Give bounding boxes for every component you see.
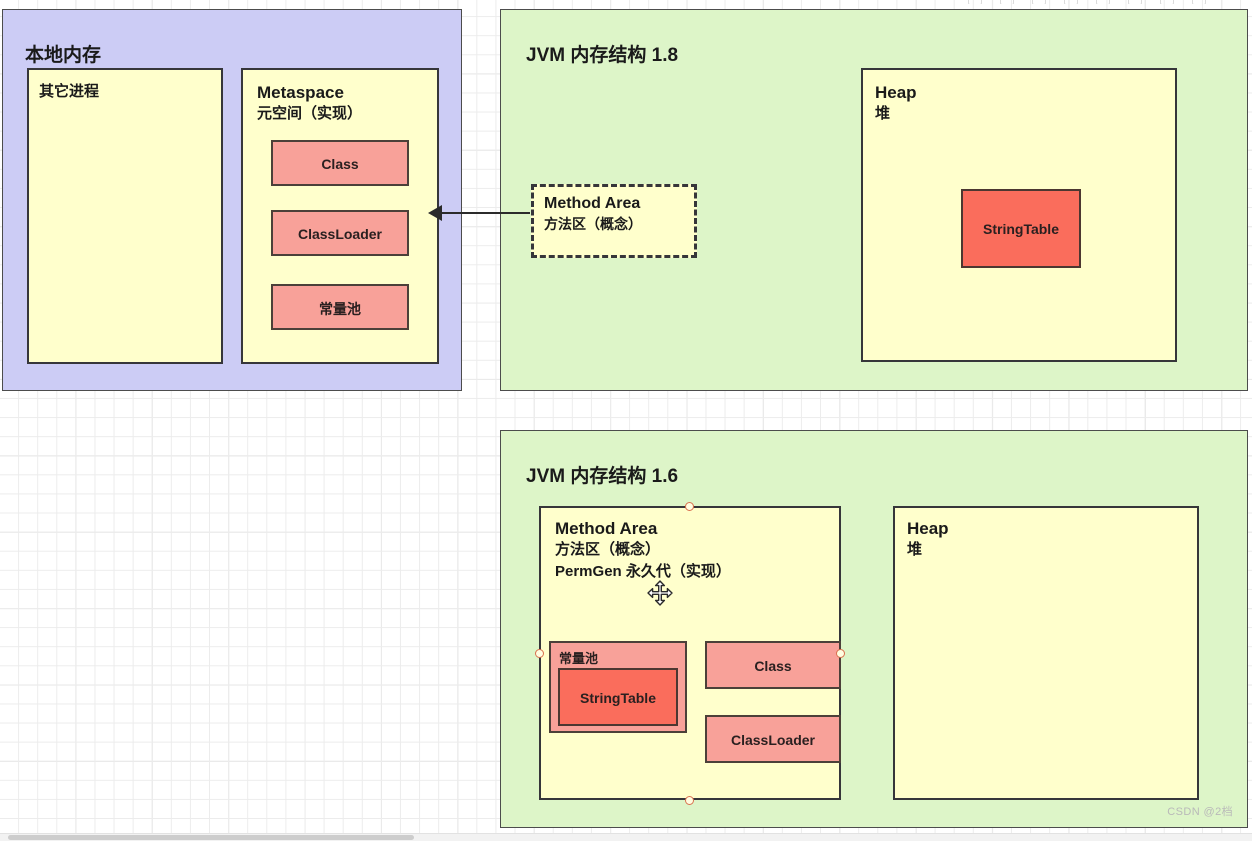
toolbar-icon bbox=[1032, 0, 1046, 4]
jvm18-stringtable-label: StringTable bbox=[983, 221, 1059, 237]
metaspace-subtitle: 元空间（实现） bbox=[257, 105, 363, 122]
other-process-box[interactable]: 其它进程 bbox=[27, 68, 223, 364]
jvm18-method-area-box[interactable]: Method Area 方法区（概念） bbox=[531, 184, 697, 258]
metaspace-item-constant-pool[interactable]: 常量池 bbox=[271, 284, 409, 330]
metaspace-item-class-label: Class bbox=[321, 156, 359, 172]
jvm18-method-area-subtitle: 方法区（概念） bbox=[544, 216, 642, 232]
jvm16-method-area-title: Method Area bbox=[555, 519, 658, 538]
method-area-to-metaspace-connector[interactable] bbox=[440, 212, 530, 214]
jvm16-item-classloader-label: ClassLoader bbox=[730, 732, 816, 748]
jvm16-constant-pool-box[interactable]: 常量池 StringTable bbox=[549, 641, 687, 733]
method-area-to-metaspace-arrowhead bbox=[428, 205, 442, 221]
jvm16-title: JVM 内存结构 1.6 bbox=[526, 466, 679, 487]
metaspace-title: Metaspace bbox=[257, 83, 344, 102]
metaspace-item-constant-pool-label: 常量池 bbox=[319, 301, 361, 317]
metaspace-item-classloader-label: ClassLoader bbox=[297, 226, 383, 242]
metaspace-item-classloader[interactable]: ClassLoader bbox=[271, 210, 409, 256]
jvm18-heap-subtitle: 堆 bbox=[875, 105, 891, 122]
native-memory-panel[interactable]: 本地内存 其它进程 Metaspace 元空间（实现） Class ClassL… bbox=[2, 9, 462, 391]
jvm16-method-area-subtitle: 方法区（概念） bbox=[555, 541, 661, 558]
jvm16-heap-subtitle: 堆 bbox=[907, 541, 923, 558]
jvm16-heap-box[interactable]: Heap 堆 bbox=[893, 506, 1199, 800]
metaspace-item-class[interactable]: Class bbox=[271, 140, 409, 186]
jvm16-item-class[interactable]: Class bbox=[705, 641, 841, 689]
other-process-label: 其它进程 bbox=[39, 83, 100, 100]
jvm18-stringtable-box[interactable]: StringTable bbox=[961, 189, 1081, 268]
jvm16-item-class-label: Class bbox=[754, 658, 792, 674]
jvm16-stringtable-box[interactable]: StringTable bbox=[558, 668, 678, 726]
toolbar-icon bbox=[1128, 0, 1142, 4]
jvm16-constant-pool-label: 常量池 bbox=[559, 651, 599, 666]
toolbar-icon bbox=[1000, 0, 1014, 4]
toolbar-icon bbox=[1192, 0, 1206, 4]
move-cursor-icon bbox=[647, 580, 673, 606]
jvm18-panel[interactable]: JVM 内存结构 1.8 Method Area 方法区（概念） Heap 堆 … bbox=[500, 9, 1248, 391]
csdn-watermark: CSDN @2档 bbox=[1167, 806, 1233, 818]
toolbar-icon bbox=[1160, 0, 1174, 4]
jvm18-title: JVM 内存结构 1.8 bbox=[526, 45, 679, 66]
jvm16-item-classloader[interactable]: ClassLoader bbox=[705, 715, 841, 763]
jvm16-panel[interactable]: JVM 内存结构 1.6 Method Area 方法区（概念） PermGen… bbox=[500, 430, 1248, 828]
selection-handle-left[interactable] bbox=[535, 649, 544, 658]
jvm16-method-area-box[interactable]: Method Area 方法区（概念） PermGen 永久代（实现） 常量池 … bbox=[539, 506, 841, 800]
toolbar-icon bbox=[968, 0, 982, 4]
jvm16-stringtable-label: StringTable bbox=[580, 690, 656, 706]
jvm16-heap-title: Heap bbox=[907, 519, 949, 538]
jvm18-heap-title: Heap bbox=[875, 83, 917, 102]
selection-handle-bottom[interactable] bbox=[685, 796, 694, 805]
toolbar-icon bbox=[1064, 0, 1078, 4]
selection-handle-top[interactable] bbox=[685, 502, 694, 511]
toolbar-remnant-strip bbox=[0, 0, 1252, 4]
native-memory-title: 本地内存 bbox=[25, 45, 102, 66]
horizontal-scrollbar[interactable] bbox=[0, 833, 1252, 841]
jvm18-method-area-title: Method Area bbox=[544, 195, 641, 212]
toolbar-icon bbox=[1096, 0, 1110, 4]
jvm18-heap-box[interactable]: Heap 堆 StringTable bbox=[861, 68, 1177, 362]
selection-handle-right[interactable] bbox=[836, 649, 845, 658]
horizontal-scrollbar-thumb[interactable] bbox=[8, 835, 414, 840]
jvm16-method-area-subtitle2: PermGen 永久代（实现） bbox=[555, 563, 731, 580]
metaspace-box[interactable]: Metaspace 元空间（实现） Class ClassLoader 常量池 bbox=[241, 68, 439, 364]
